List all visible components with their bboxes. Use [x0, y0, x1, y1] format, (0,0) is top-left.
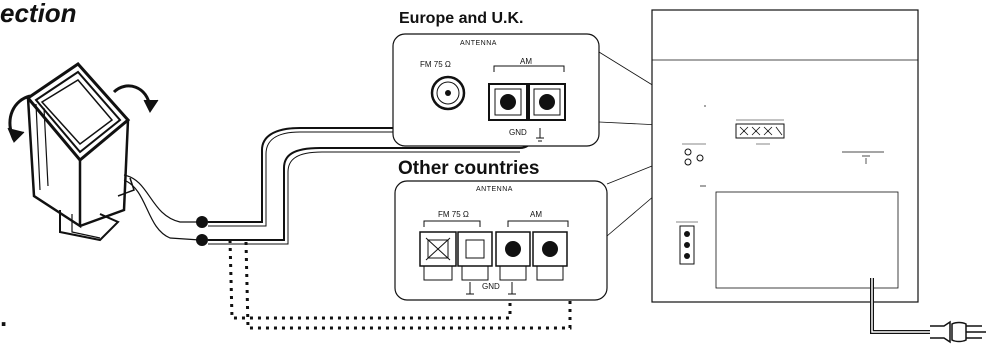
- other-antenna-label: ANTENNA: [476, 186, 513, 193]
- europe-fm-label: FM 75 Ω: [420, 60, 451, 69]
- cable-plug-top: [196, 216, 208, 228]
- fm-terminal-1: [419, 231, 457, 267]
- other-region-label: Other countries: [398, 158, 540, 179]
- other-panel: [394, 180, 608, 301]
- power-cord: [870, 278, 986, 344]
- trailing-mark: .: [0, 302, 8, 332]
- other-gnd-label: GND: [482, 282, 500, 291]
- europe-region-label: Europe and U.K.: [399, 10, 524, 27]
- fm-terminal-2: [457, 231, 493, 267]
- loop-antenna: [7, 62, 201, 242]
- section-heading: ection: [0, 0, 77, 28]
- other-am-label: AM: [530, 210, 542, 219]
- am-terminal-right: [528, 83, 566, 121]
- am-terminal-1: [495, 231, 531, 267]
- europe-antenna-label: ANTENNA: [460, 40, 497, 47]
- europe-gnd-label: GND: [509, 128, 527, 137]
- cable-plug-bottom: [196, 234, 208, 246]
- europe-panel: [392, 33, 600, 147]
- am-terminal-left: [488, 83, 528, 121]
- am-terminal-2: [532, 231, 568, 267]
- europe-am-label: AM: [520, 57, 532, 66]
- rear-panel: [651, 9, 919, 303]
- other-fm-label: FM 75 Ω: [438, 210, 469, 219]
- fm-connector: [430, 75, 466, 111]
